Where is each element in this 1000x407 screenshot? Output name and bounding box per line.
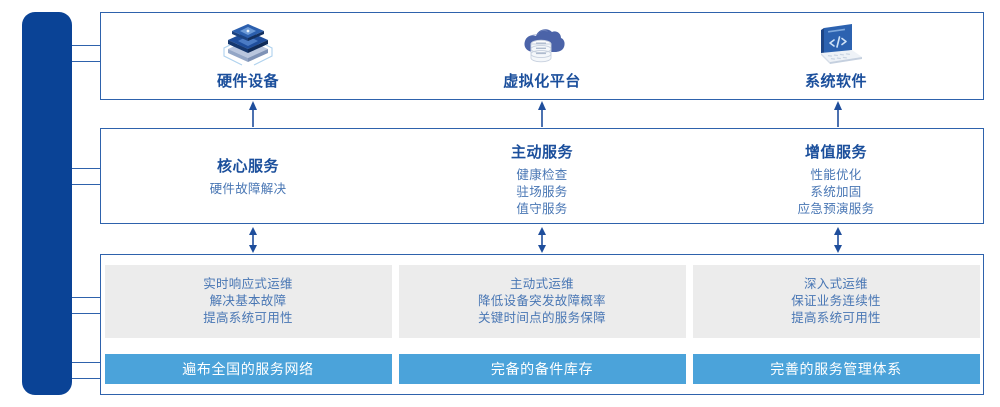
connector-line <box>66 378 102 380</box>
positioning-line: 实时响应式运维 <box>203 277 293 291</box>
positioning-line: 解决基本故障 <box>209 294 287 308</box>
connector-line <box>66 61 102 63</box>
server-stack-icon <box>223 23 273 65</box>
positioning-box[interactable]: 深入式运维 保证业务连续性 提高系统可用性 <box>692 265 980 338</box>
advantage-row: 遍布全国的服务网络 完备的备件库存 完善的服务管理体系 <box>101 338 983 384</box>
connector-line <box>66 45 102 47</box>
up-arrow-icon <box>249 101 257 127</box>
content-column-value-added-service[interactable]: 增值服务 性能优化 系统加固 应急预演服务 <box>689 129 983 223</box>
positioning-line: 深入式运维 <box>803 277 868 291</box>
positioning-line: 保证业务连续性 <box>791 294 881 308</box>
tech-item-system-software[interactable]: 系统软件 <box>689 13 983 99</box>
positioning-box[interactable]: 主动式运维 降低设备突发故障概率 关键时间点的服务保障 <box>398 265 686 338</box>
connector-line <box>66 184 102 186</box>
up-arrow-icon <box>538 101 546 127</box>
positioning-box[interactable]: 实时响应式运维 解决基本故障 提高系统可用性 <box>104 265 392 338</box>
connector-line <box>66 168 102 170</box>
tech-direction-panel: 硬件设备 <box>100 12 984 100</box>
connector-line <box>66 313 102 315</box>
content-column-title: 增值服务 <box>804 144 867 161</box>
cloud-database-icon <box>524 28 565 62</box>
positioning-line: 主动式运维 <box>509 277 574 291</box>
tech-item-label: 硬件设备 <box>216 72 279 90</box>
positioning-cell: 主动式运维 降低设备突发故障概率 关键时间点的服务保障 <box>395 265 689 338</box>
content-column-item: 健康检查 <box>516 168 568 182</box>
positioning-cell: 深入式运维 保证业务连续性 提高系统可用性 <box>689 265 983 338</box>
content-column-title: 主动服务 <box>510 144 573 161</box>
positioning-line: 提高系统可用性 <box>791 311 881 325</box>
up-down-arrow-icon <box>249 227 257 253</box>
content-column-item: 应急预演服务 <box>797 202 875 216</box>
content-column-item: 硬件故障解决 <box>209 181 287 196</box>
positioning-line: 关键时间点的服务保障 <box>477 311 606 325</box>
content-column-core-service[interactable]: 核心服务 硬件故障解决 <box>101 129 395 223</box>
content-column-item: 驻场服务 <box>516 185 568 199</box>
product-content-panel: 核心服务 硬件故障解决 主动服务 健康检查 驻场服务 值守服务 增值服务 性能优… <box>100 128 984 224</box>
content-column-proactive-service[interactable]: 主动服务 健康检查 驻场服务 值守服务 <box>395 129 689 223</box>
connector-line <box>66 362 102 364</box>
up-down-arrow-icon <box>834 227 842 253</box>
advantage-cell: 完备的备件库存 <box>395 354 689 384</box>
advantage-cell: 遍布全国的服务网络 <box>101 354 395 384</box>
content-column-item: 系统加固 <box>810 185 862 199</box>
laptop-code-icon <box>821 23 862 64</box>
positioning-row: 实时响应式运维 解决基本故障 提高系统可用性 主动式运维 降低设备突发故障概率 … <box>101 255 983 338</box>
advantage-cell: 完善的服务管理体系 <box>689 354 983 384</box>
up-arrow-icon <box>834 101 842 127</box>
tech-item-label: 虚拟化平台 <box>503 72 581 90</box>
positioning-line: 降低设备突发故障概率 <box>477 294 606 308</box>
positioning-line: 提高系统可用性 <box>203 311 293 325</box>
tech-item-label: 系统软件 <box>804 72 867 90</box>
advantage-bar[interactable]: 完备的备件库存 <box>398 354 686 384</box>
content-column-item: 性能优化 <box>810 168 862 182</box>
advantage-bar[interactable]: 完善的服务管理体系 <box>692 354 980 384</box>
up-down-arrow-icon <box>538 227 546 253</box>
content-column-title: 核心服务 <box>216 157 279 175</box>
content-column-item: 值守服务 <box>516 202 568 216</box>
positioning-advantage-panel: 实时响应式运维 解决基本故障 提高系统可用性 主动式运维 降低设备突发故障概率 … <box>100 254 984 395</box>
advantage-bar[interactable]: 遍布全国的服务网络 <box>104 354 392 384</box>
tech-item-virtualization[interactable]: 虚拟化平台 <box>395 13 689 99</box>
connector-line <box>66 297 102 299</box>
sidebar <box>22 12 72 395</box>
tech-item-hardware[interactable]: 硬件设备 <box>101 13 395 99</box>
positioning-cell: 实时响应式运维 解决基本故障 提高系统可用性 <box>101 265 395 338</box>
